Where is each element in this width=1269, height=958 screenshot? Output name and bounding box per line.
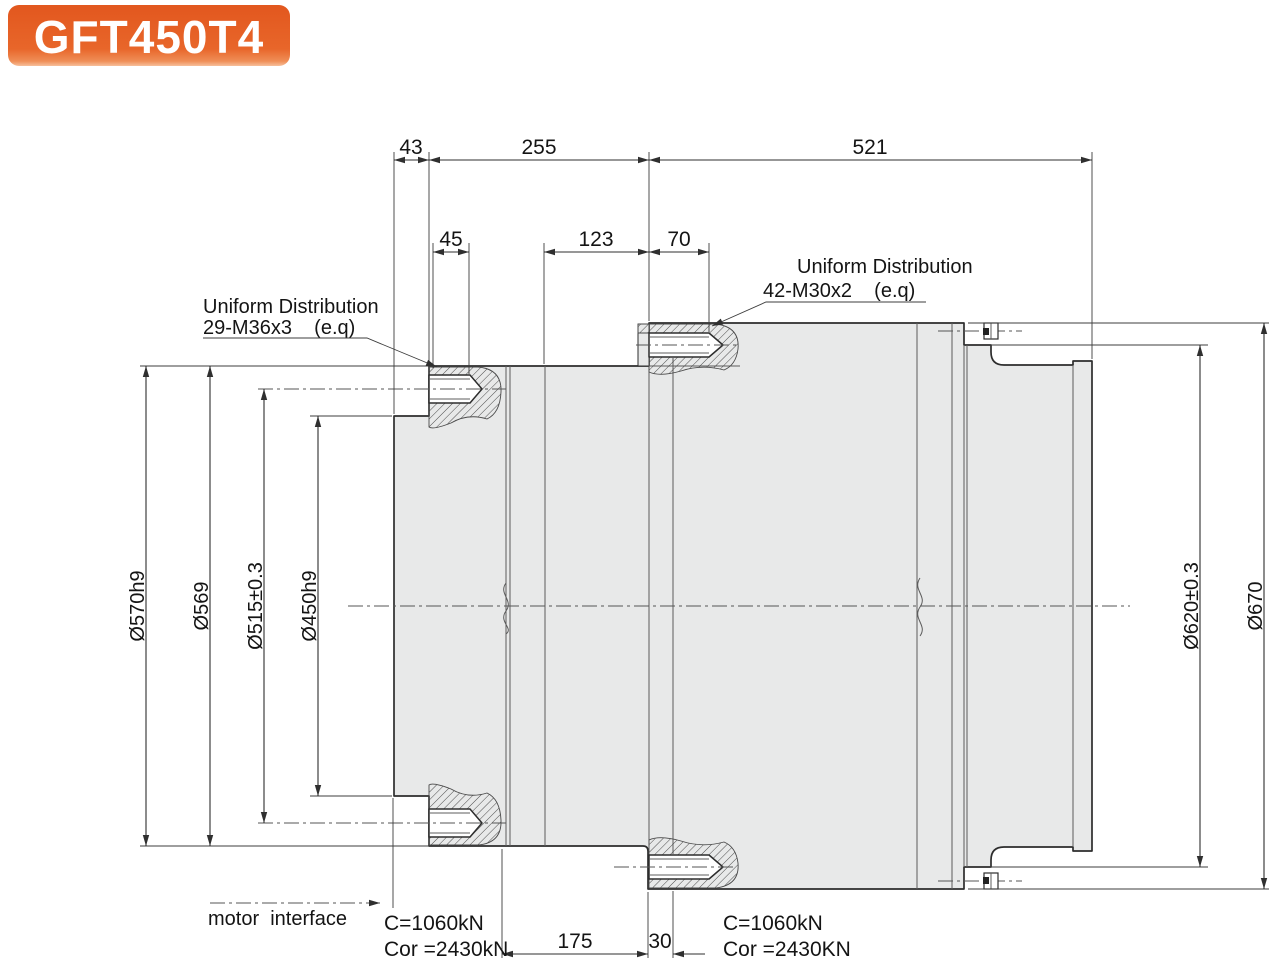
break-line-right [917,577,923,637]
dim-45: 45 [439,228,462,251]
dim-521: 521 [852,136,887,159]
uniform-left-line2: 29-M36x3 (e.q) [203,317,355,339]
dim-43: 43 [399,136,422,159]
dim-70: 70 [667,228,690,251]
dim-dia450h9: Ø450h9 [299,570,321,641]
title-badge: GFT450T4 [8,5,290,66]
dim-dia570h9: Ø570h9 [127,570,149,641]
uniform-right-line2: 42-M30x2 (e.q) [763,280,915,302]
dimension-lines [142,156,1268,958]
capacity-right-cor: Cor =2430KN [723,938,851,958]
retainer-ring-hatch [637,323,650,334]
uniform-distribution-left-callout: Uniform Distribution 29-M36x3 (e.q) [203,296,438,368]
uniform-distribution-right-callout: Uniform Distribution 42-M30x2 (e.q) [711,256,973,327]
m36-tapped-hole-top [428,374,483,404]
motor-interface-callout: motor interface [208,899,380,930]
uniform-right-line1: Uniform Distribution [797,256,973,278]
leader-line-right [711,301,926,327]
m36-tapped-hole-bottom [428,808,483,838]
cover-bolt-top [938,322,1022,340]
model-title: GFT450T4 [34,11,264,63]
dim-30: 30 [648,930,671,953]
dim-123: 123 [578,228,613,251]
extension-lines [140,152,1269,958]
badge-background [8,5,290,66]
capacity-left-c: C=1060kN [384,912,484,935]
motor-interface-label: motor interface [208,908,347,930]
dim-dia569: Ø569 [191,582,213,631]
dim-dia515: Ø515±0.3 [245,562,267,650]
dim-dia620: Ø620±0.3 [1181,562,1203,650]
dim-175: 175 [557,930,592,953]
dim-dia670: Ø670 [1245,582,1267,631]
dim-255: 255 [521,136,556,159]
capacity-right-c: C=1060kN [723,912,823,935]
uniform-left-line1: Uniform Distribution [203,296,379,318]
capacity-left-cor: Cor =2430kN [384,938,508,958]
break-line-left [503,582,509,635]
leader-line-left [203,337,438,368]
